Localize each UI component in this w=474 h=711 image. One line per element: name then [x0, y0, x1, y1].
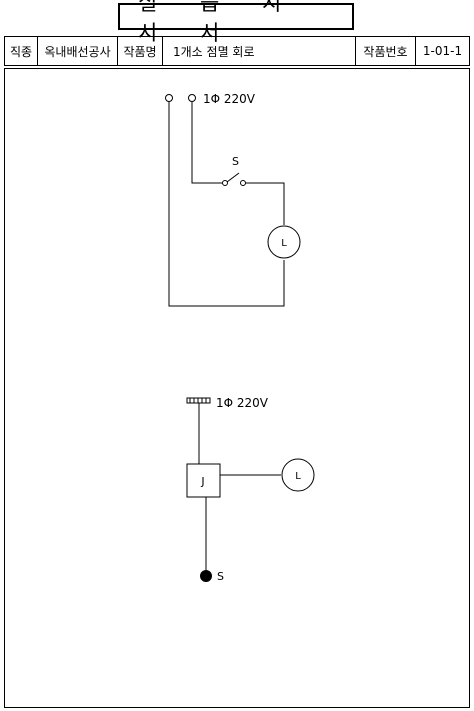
- switch-contact-left: [222, 180, 228, 186]
- line-wire: [191, 102, 222, 184]
- supply-label: 1Φ 220V: [203, 92, 256, 106]
- switch-label: S: [232, 155, 239, 168]
- job-label: 직종: [5, 37, 38, 65]
- neutral-wire: [168, 102, 285, 307]
- lamp-label: L: [281, 238, 287, 249]
- lamp-symbol: [267, 225, 301, 259]
- switch-to-lamp-wire: [246, 182, 285, 225]
- schematic-diagram: [165, 94, 301, 307]
- junction-box: [186, 463, 221, 498]
- switch-symbol: [200, 570, 212, 582]
- header-table: 직종 옥내배선공사 작품명 1개소 점멸 회로 작품번호 1-01-1: [4, 36, 470, 66]
- work-label: 작품명: [118, 37, 163, 65]
- number-label: 작품번호: [356, 37, 416, 65]
- supply-terminal-right: [188, 94, 196, 102]
- switch-label: S: [217, 570, 224, 583]
- junction-label: J: [200, 475, 204, 488]
- supply-terminal-left: [165, 94, 173, 102]
- lamp-label: L: [295, 471, 301, 482]
- switch-contact-right: [240, 180, 246, 186]
- switch-blade: [226, 172, 240, 183]
- work-value: 1개소 점멸 회로: [163, 37, 356, 65]
- lamp-symbol: [281, 458, 315, 492]
- number-value: 1-01-1: [422, 44, 463, 58]
- layout-diagram: [186, 397, 315, 582]
- job-value: 옥내배선공사: [38, 37, 118, 65]
- supply-label: 1Φ 220V: [216, 396, 269, 410]
- drawing-frame: [4, 68, 470, 708]
